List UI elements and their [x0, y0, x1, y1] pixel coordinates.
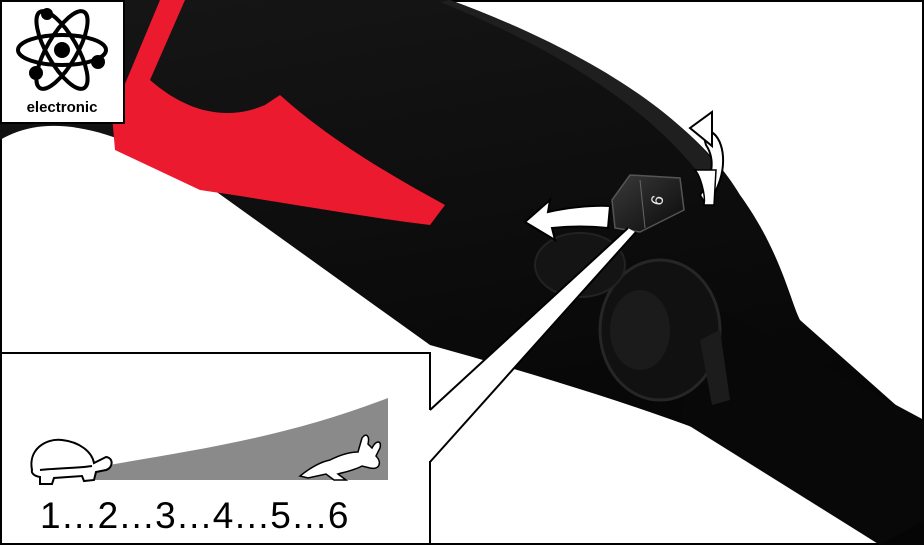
- shaft-ring: [610, 290, 670, 370]
- speed-inset: 1…2…3…4…5…6: [1, 353, 430, 544]
- speed-scale-label: 1…2…3…4…5…6: [40, 495, 348, 536]
- logo-label: electronic: [27, 99, 98, 116]
- electronic-logo: electronic: [1, 1, 124, 123]
